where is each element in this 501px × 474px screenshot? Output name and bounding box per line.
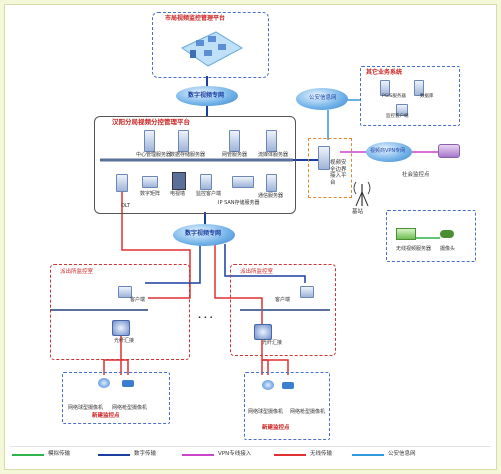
legend-label-wireless: 无线传输 xyxy=(310,451,333,457)
database-icon xyxy=(414,80,424,96)
legend-label-analog: 模拟传输 xyxy=(48,451,71,457)
site-left-cam2-label: 网络枪型摄像机 xyxy=(112,405,148,411)
security-gateway-label: 视频安全边界接入平台 xyxy=(330,160,347,186)
police-station-right-box xyxy=(230,264,336,356)
server-label-netmgmt: 网管服务器 xyxy=(222,152,248,158)
fiber-switch-right-icon xyxy=(254,324,272,340)
police-left-fiber-label: 光纤汇接 xyxy=(114,338,135,344)
site-right-cam2-label: 网络枪型摄像机 xyxy=(290,409,326,415)
branch-platform-title: 汉阳分局视频分控管理平台 xyxy=(112,118,190,126)
base-station-label: 基站 xyxy=(352,209,364,215)
new-site-right-box xyxy=(244,372,330,440)
gateway-server-icon xyxy=(318,146,330,170)
city-platform-box xyxy=(152,12,269,78)
other-systems-title: 其它业务系统 xyxy=(366,69,403,76)
server-icon xyxy=(178,130,189,152)
new-site-left-box xyxy=(62,372,170,424)
other-systems-box xyxy=(360,66,460,126)
digital-net-top-label: 数字视频专网 xyxy=(188,92,225,99)
legend-line-police-net xyxy=(352,454,384,456)
client-icon xyxy=(200,174,212,190)
legend-label-digital: 数字传输 xyxy=(134,451,157,457)
police-left-client-icon xyxy=(118,286,132,298)
matrix-icon xyxy=(142,176,158,188)
social-monitor-label: 社会监控点 xyxy=(402,172,430,178)
server-icon xyxy=(144,130,155,152)
vpn-cloud xyxy=(366,142,412,162)
bullet-camera-icon xyxy=(282,382,294,389)
ellipsis: · · · xyxy=(198,313,213,322)
police-right-fiber-label: 光纤汇接 xyxy=(262,340,283,346)
police-right-client-icon xyxy=(300,286,314,298)
site-left-title: 新建监控点 xyxy=(92,413,120,419)
legend-label-police-net: 公安信息网 xyxy=(388,451,416,457)
wireless-server-icon xyxy=(396,228,416,240)
server-label-storage: 数据存储服务器 xyxy=(170,152,206,158)
branch-platform-box xyxy=(94,116,296,214)
server-icon xyxy=(229,130,240,152)
device-label-comm: 通信服务器 xyxy=(258,193,284,199)
security-gateway-box xyxy=(308,138,352,198)
other-label-db: 数据库 xyxy=(420,94,434,99)
pgis-server-icon xyxy=(380,80,390,96)
legend-line-digital xyxy=(98,454,130,456)
server-icon xyxy=(266,130,277,152)
police-right-title: 派出所监控室 xyxy=(240,269,274,275)
fiber-switch-left-icon xyxy=(112,320,130,336)
dome-camera-icon xyxy=(98,378,110,388)
device-label-matrix: 数字矩阵 xyxy=(140,191,161,197)
server-label-central: 中心管理服务器 xyxy=(136,152,172,158)
ipsan-icon xyxy=(232,176,254,188)
vpn-label: 视频商VPN专网 xyxy=(370,148,406,154)
base-station-icon xyxy=(353,181,371,207)
other-label-pgis: PGIS服务器 xyxy=(382,94,406,99)
police-left-client-label: 客户端 xyxy=(130,297,146,303)
dome-camera-icon xyxy=(262,380,274,390)
comm-server-icon xyxy=(266,174,277,192)
digital-net-top-cloud xyxy=(176,86,238,106)
legend-divider xyxy=(10,446,491,447)
site-right-cam1-label: 网络球型摄像机 xyxy=(248,409,284,415)
wireless-camera-label: 摄像头 xyxy=(440,246,456,252)
device-label-ipsan: IP SAN存储服务器 xyxy=(218,200,260,206)
device-label-tvwall: 电视墙 xyxy=(170,191,186,197)
digital-net-mid-label: 数字视频专网 xyxy=(185,230,222,237)
public-security-label: 公安信息网 xyxy=(309,95,337,101)
city-platform-cluster-icon xyxy=(181,31,244,67)
site-left-cam1-label: 网络球型摄像机 xyxy=(68,405,104,411)
site-right-title: 新建监控点 xyxy=(262,425,290,431)
bullet-camera-icon xyxy=(122,380,134,387)
other-label-client: 监控客户端 xyxy=(386,114,409,119)
legend-line-vpn xyxy=(182,454,214,456)
wireless-box xyxy=(386,210,476,262)
police-station-left-box xyxy=(50,264,190,360)
legend-label-vpn: VPN专线接入 xyxy=(218,451,252,457)
public-security-cloud xyxy=(296,88,348,110)
other-client-icon xyxy=(396,104,408,116)
wireless-server-label: 无线视频服务器 xyxy=(396,246,432,252)
wireless-camera-icon xyxy=(440,230,454,238)
city-platform-title: 市局视频监控管理平台 xyxy=(165,15,226,22)
digital-net-mid-cloud xyxy=(173,224,235,246)
legend-line-wireless xyxy=(274,454,306,456)
tv-wall-icon xyxy=(172,172,186,190)
legend-line-analog xyxy=(12,454,44,456)
police-right-client-label: 客户端 xyxy=(275,297,291,303)
olt-icon xyxy=(116,174,128,192)
social-camera-icon xyxy=(438,144,460,158)
server-label-streaming: 流媒体服务器 xyxy=(258,152,289,158)
device-label-olt: OLT xyxy=(121,203,131,209)
device-label-client: 监控客户端 xyxy=(196,191,222,197)
police-left-title: 派出所监控室 xyxy=(60,269,94,275)
